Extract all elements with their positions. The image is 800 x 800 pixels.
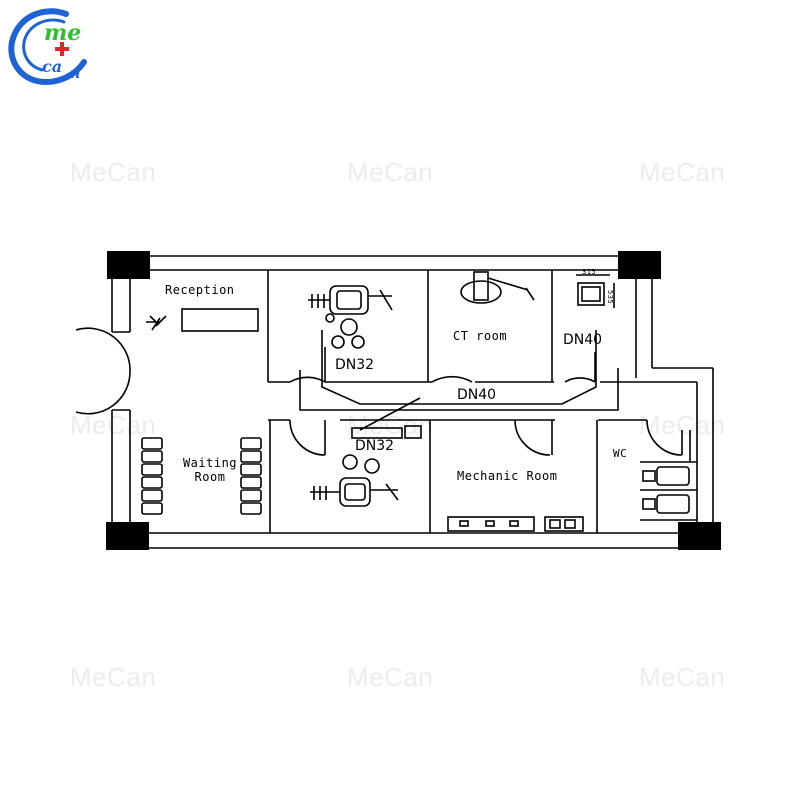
compressor <box>544 516 584 532</box>
toilet <box>656 466 690 486</box>
door-swing <box>564 377 596 383</box>
waiting-chair <box>240 437 262 450</box>
watermark-text: MeCan <box>70 157 157 187</box>
toilet-tank <box>642 498 656 510</box>
door-swing <box>514 419 551 456</box>
waiting-chair <box>141 502 163 515</box>
watermark-text: MeCan <box>347 157 434 187</box>
dental-chair-upper <box>308 285 393 349</box>
ct-scanner-arm <box>473 271 489 301</box>
pipe-label-dn40-right: DN40 <box>563 332 603 348</box>
entrance-door-swing <box>75 327 131 373</box>
door-swing <box>646 419 683 456</box>
waiting-chair <box>240 450 262 463</box>
waiting-chair <box>141 489 163 502</box>
compressor-part <box>549 519 561 529</box>
room-label-ct: CT room <box>453 329 508 343</box>
reception-desk <box>181 308 259 332</box>
equipment-unit-inner <box>581 286 601 302</box>
pipe-label-dn32-bottom: DN32 <box>355 438 395 454</box>
toilet <box>656 494 690 514</box>
svg-text:ca: ca <box>42 57 62 76</box>
plant-leaves <box>146 315 167 331</box>
pipe-label-dn40-main: DN40 <box>457 387 497 403</box>
dimension-label-top: 315 <box>582 268 597 276</box>
waiting-chair <box>141 476 163 489</box>
workbench <box>447 516 535 532</box>
column <box>106 522 149 550</box>
watermark-text: MeCan <box>347 410 434 440</box>
waiting-chair <box>240 502 262 515</box>
column <box>618 251 661 279</box>
door-swing <box>431 375 473 383</box>
waiting-chair <box>141 463 163 476</box>
room-label-mechanic: Mechanic Room <box>457 469 558 483</box>
entrance-door-swing <box>75 371 131 415</box>
pipe-label-dn32-top: DN32 <box>335 357 375 373</box>
watermark-text: MeCan <box>70 410 157 440</box>
watermark-text: MeCan <box>639 157 726 187</box>
compressor-part <box>564 519 576 529</box>
watermark-text: MeCan <box>639 662 726 692</box>
toilet-tank <box>642 470 656 482</box>
watermark-text: MeCan <box>347 662 434 692</box>
column <box>678 522 721 550</box>
room-label-waiting-line1: Waiting <box>182 456 238 470</box>
room-label-wc: WC <box>613 447 628 460</box>
waiting-chair <box>240 476 262 489</box>
column <box>107 251 150 279</box>
room-label-waiting-line2: Room <box>194 470 226 484</box>
svg-text:n: n <box>70 66 80 82</box>
dental-chair-lower <box>310 425 422 507</box>
waiting-chair <box>240 489 262 502</box>
waiting-chair <box>141 437 163 450</box>
ct-scanner-base <box>460 280 502 304</box>
svg-text:me: me <box>44 20 81 46</box>
ct-scanner-cable <box>487 277 529 291</box>
door-swing <box>289 376 326 383</box>
structural-columns <box>106 251 721 550</box>
dimension-label-side: 535 <box>606 290 614 305</box>
room-label-waiting: Waiting Room <box>170 456 250 484</box>
watermark-text: MeCan <box>70 662 157 692</box>
workbench-item <box>509 520 519 527</box>
pipe-network <box>299 330 619 431</box>
ct-door-arc <box>525 287 535 301</box>
workbench-item <box>485 520 495 527</box>
room-label-reception: Reception <box>165 283 235 297</box>
mecan-logo: me ca n <box>8 8 87 86</box>
equipment-unit <box>577 282 605 306</box>
workbench-item <box>459 520 469 527</box>
door-swing <box>289 419 326 456</box>
waiting-chair <box>240 463 262 476</box>
waiting-chair <box>141 450 163 463</box>
